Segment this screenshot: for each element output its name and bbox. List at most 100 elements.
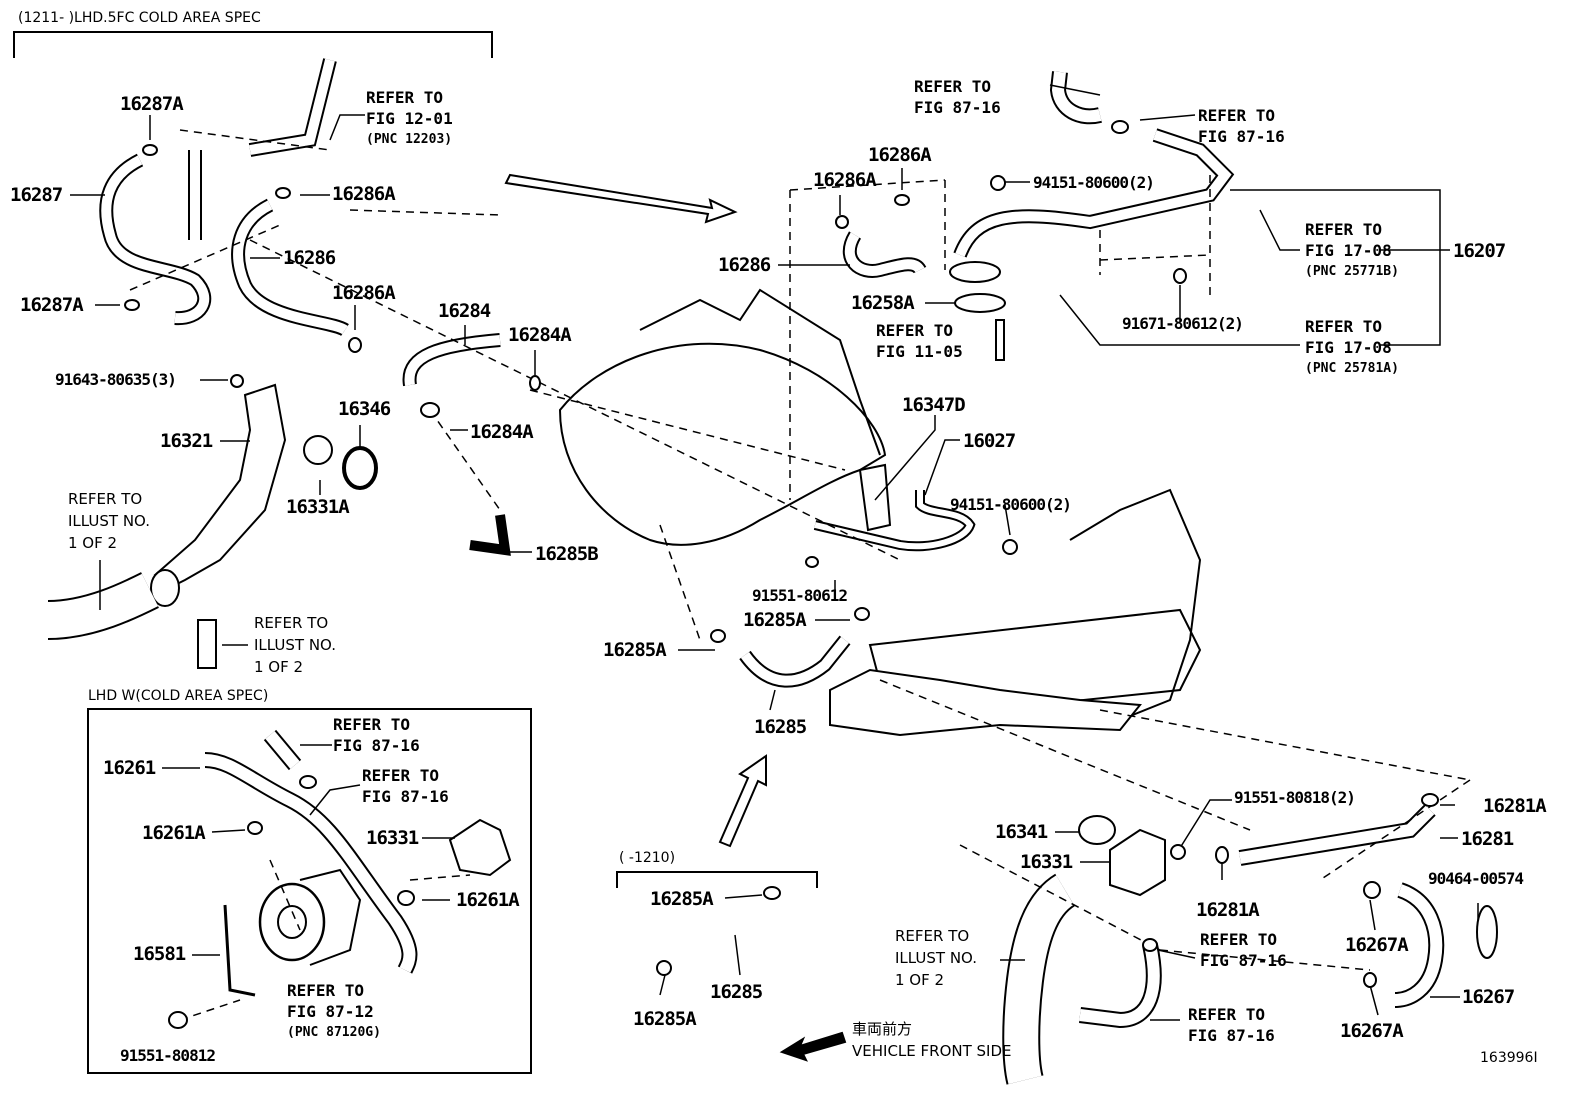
pump-pulley-hub	[278, 906, 306, 938]
part-label-16267A[interactable]: 16267A	[1345, 934, 1409, 956]
thermostat-housing-16331-box	[450, 820, 510, 875]
hose-16286-right-inner	[850, 235, 920, 271]
part-label-16287[interactable]: 16287	[10, 184, 63, 206]
reference-fig-12-01[interactable]: REFER TO FIG 12-01 (PNC 12203)	[366, 87, 453, 150]
figure-id: 163996I	[1480, 1050, 1538, 1066]
part-label-16285A[interactable]: 16285A	[743, 609, 807, 631]
part-label-16285[interactable]: 16285	[754, 716, 807, 738]
part-label-16286A[interactable]: 16286A	[868, 144, 932, 166]
part-label-16285A[interactable]: 16285A	[603, 639, 667, 661]
part-label-16267[interactable]: 16267	[1462, 986, 1515, 1008]
part-label-16027[interactable]: 16027	[963, 430, 1016, 452]
part-label-16281[interactable]: 16281	[1461, 828, 1514, 850]
reference-illust-1-of-2[interactable]: REFER TO ILLUST NO. 1 OF 2	[254, 612, 336, 678]
reference-fig-11-05[interactable]: REFER TO FIG 11-05	[876, 320, 963, 362]
hose-16286-top-inner	[238, 205, 345, 330]
reference-fig-87-16[interactable]: REFER TO FIG 87-16	[362, 765, 449, 807]
engine-head	[640, 290, 880, 455]
vehicle-front-arrow	[782, 1033, 845, 1060]
reference-illust-1-of-2[interactable]: REFER TO ILLUST NO. 1 OF 2	[895, 925, 977, 991]
part-label-16207[interactable]: 16207	[1453, 240, 1506, 262]
hose-16281-inner	[1240, 810, 1430, 858]
bracket-16581	[225, 905, 255, 995]
gasket-16347D	[860, 465, 890, 530]
reference-fig-87-16[interactable]: REFER TO FIG 87-16	[1200, 929, 1287, 971]
part-label-16581[interactable]: 16581	[133, 943, 186, 965]
ref-line2: FIG 87-16	[362, 787, 449, 806]
callout-lines	[70, 85, 1478, 1020]
part-label-91671-80612[interactable]: 91671-80612(2)	[1122, 314, 1244, 333]
reference-fig-87-16[interactable]: REFER TO FIG 87-16	[333, 714, 420, 756]
reference-illust-1-of-2[interactable]: REFER TO ILLUST NO. 1 OF 2	[68, 488, 150, 554]
part-label-91551-80812[interactable]: 91551-80812	[120, 1046, 216, 1065]
ref-line1: REFER TO	[254, 614, 329, 632]
part-label-16284A[interactable]: 16284A	[508, 324, 572, 346]
part-label-16321[interactable]: 16321	[160, 430, 213, 452]
ref-line1: REFER TO	[1198, 106, 1276, 125]
part-label-16285A[interactable]: 16285A	[650, 888, 714, 910]
hose-fig87-16-f-inner	[1080, 945, 1154, 1020]
part-label-16285[interactable]: 16285	[710, 981, 763, 1003]
part-label-16281A[interactable]: 16281A	[1196, 899, 1260, 921]
ref-line2: FIG 87-16	[1188, 1026, 1275, 1045]
part-label-16331[interactable]: 16331	[1020, 851, 1073, 873]
part-label-16285A[interactable]: 16285A	[633, 1008, 697, 1030]
ref-line1: REFER TO	[333, 715, 411, 734]
part-label-16286A[interactable]: 16286A	[332, 282, 396, 304]
bottom-center-group-header: ( -1210)	[619, 850, 676, 866]
part-label-16267A[interactable]: 16267A	[1340, 1020, 1404, 1042]
ref-line2: FIG 87-16	[1200, 951, 1287, 970]
direction-arrow-right	[506, 175, 735, 222]
ref-line2: FIG 11-05	[876, 342, 963, 361]
part-label-16286[interactable]: 16286	[718, 254, 771, 276]
part-label-16284[interactable]: 16284	[438, 300, 491, 322]
part-label-16281A[interactable]: 16281A	[1483, 795, 1547, 817]
part-label-16261[interactable]: 16261	[103, 757, 156, 779]
part-label-16331[interactable]: 16331	[366, 827, 419, 849]
part-label-91551-80612[interactable]: 91551-80612	[752, 586, 848, 605]
part-label-16258A[interactable]: 16258A	[851, 292, 915, 314]
part-label-16261A[interactable]: 16261A	[142, 822, 206, 844]
part-label-91551-80818[interactable]: 91551-80818(2)	[1234, 788, 1356, 807]
ref-line2: FIG 87-12	[287, 1002, 374, 1021]
ref-line1: REFER TO	[1305, 317, 1383, 336]
thermostat-16331A	[304, 436, 332, 464]
part-label-91643-80635[interactable]: 91643-80635(3)	[55, 370, 177, 389]
part-label-16284A[interactable]: 16284A	[470, 421, 534, 443]
part-label-16286A[interactable]: 16286A	[332, 183, 396, 205]
part-label-94151-80600[interactable]: 94151-80600(2)	[950, 495, 1072, 514]
part-label-16286[interactable]: 16286	[283, 247, 336, 269]
part-label-16287A[interactable]: 16287A	[20, 294, 84, 316]
part-label-16346[interactable]: 16346	[338, 398, 391, 420]
part-label-94151-80600[interactable]: 94151-80600(2)	[1033, 173, 1155, 192]
reference-fig-87-12[interactable]: REFER TO FIG 87-12 (PNC 87120G)	[287, 980, 381, 1043]
ref-line3: 1 OF 2	[68, 534, 118, 552]
part-label-16285B[interactable]: 16285B	[535, 543, 599, 565]
cold-area-box-header: LHD W(COLD AREA SPEC)	[88, 688, 269, 704]
reference-fig-17-08[interactable]: REFER TO FIG 17-08 (PNC 25771B)	[1305, 219, 1399, 282]
part-label-16287A[interactable]: 16287A	[120, 93, 184, 115]
top-left-group-bracket	[14, 32, 492, 58]
ref-pnc: (PNC 25771B)	[1305, 264, 1399, 279]
ref-line1: REFER TO	[362, 766, 440, 785]
reference-fig-87-16[interactable]: REFER TO FIG 87-16	[1198, 105, 1285, 147]
part-label-16331A[interactable]: 16331A	[286, 496, 350, 518]
ref-line1: REFER TO	[1305, 220, 1383, 239]
reference-fig-17-08[interactable]: REFER TO FIG 17-08 (PNC 25781A)	[1305, 316, 1399, 379]
ref-pnc: (PNC 87120G)	[287, 1025, 381, 1040]
hose-16267-inner	[1395, 890, 1436, 1000]
ref-line2: FIG 87-16	[333, 736, 420, 755]
ref-line1: REFER TO	[68, 490, 143, 508]
flange-16258	[950, 262, 1000, 282]
part-label-16347D[interactable]: 16347D	[902, 394, 966, 416]
reference-fig-87-16[interactable]: REFER TO FIG 87-16	[914, 76, 1001, 118]
hose-illust-1of2-c-inner	[1021, 890, 1065, 1080]
engine-block-outline	[560, 344, 885, 545]
reference-fig-87-16[interactable]: REFER TO FIG 87-16	[1188, 1004, 1275, 1046]
part-label-16286A[interactable]: 16286A	[813, 169, 877, 191]
part-label-16261A[interactable]: 16261A	[456, 889, 520, 911]
part-label-16341[interactable]: 16341	[995, 821, 1048, 843]
part-label-90464-00574[interactable]: 90464-00574	[1428, 869, 1524, 888]
hose-16287-inner	[106, 160, 204, 318]
